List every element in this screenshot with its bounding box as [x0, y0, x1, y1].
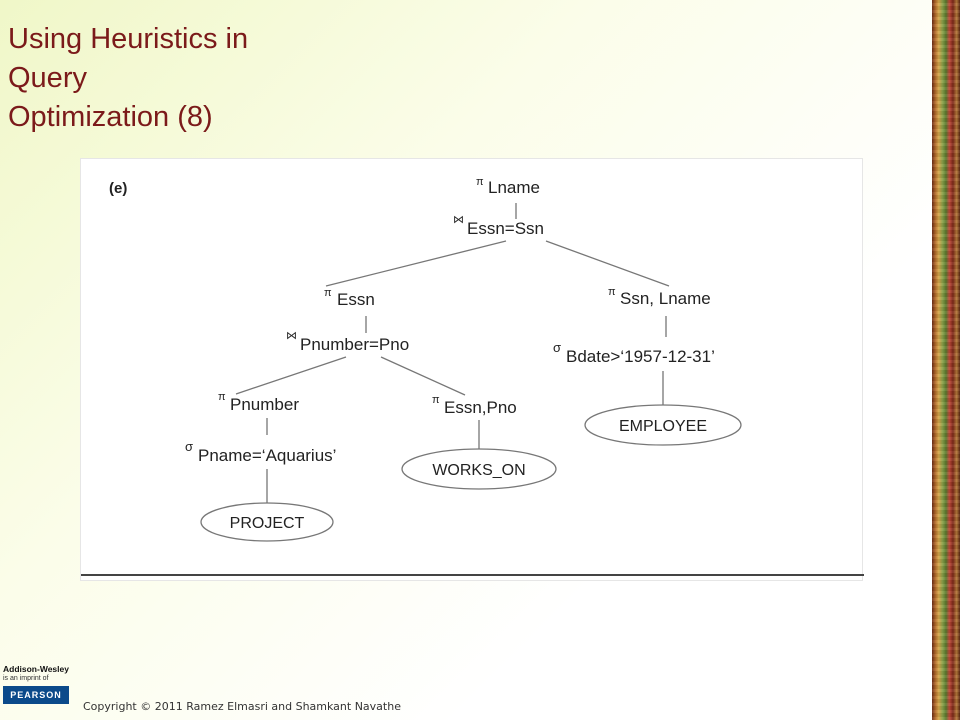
edge-join2-pi-pnumber: [235, 356, 347, 395]
pi-symbol: π: [218, 391, 226, 403]
join-symbol: ⋈: [453, 214, 464, 226]
figure-label: (e): [109, 180, 127, 197]
node-pi-pnumber: Pnumber: [230, 395, 299, 414]
node-pi-essn-pno: Essn,Pno: [444, 398, 517, 417]
logo-imprint: is an imprint of: [3, 675, 49, 682]
pi-symbol: π: [608, 286, 616, 298]
node-pi-ssn-lname: Ssn, Lname: [620, 289, 711, 308]
sigma-symbol: σ: [185, 439, 193, 454]
node-pi-lname: Lname: [488, 178, 540, 197]
edge-join2-pi-essn-pno: [380, 356, 466, 396]
node-pi-essn: Essn: [337, 290, 375, 309]
relation-employee: EMPLOYEE: [619, 418, 707, 435]
join-symbol: ⋈: [286, 330, 297, 342]
node-sigma-bdate: Bdate>‘1957-12-31’: [566, 347, 715, 366]
publisher-logo: Addison-Wesley is an imprint of PEARSON: [3, 664, 73, 718]
pi-symbol: π: [324, 287, 332, 299]
slide-title: Using Heuristics in Query Optimization (…: [8, 20, 338, 137]
logo-brand: PEARSON: [3, 686, 69, 704]
copyright-footer: Copyright © 2011 Ramez Elmasri and Shamk…: [83, 700, 401, 713]
query-tree-svg: (e) π Lname ⋈ Essn=Ssn π Essn ⋈ Pnumber=…: [81, 176, 864, 576]
decorative-side-bar: [932, 0, 960, 720]
pi-symbol: π: [432, 394, 440, 406]
query-tree-figure: (e) π Lname ⋈ Essn=Ssn π Essn ⋈ Pnumber=…: [80, 158, 864, 581]
edge-join-pi-ssn: [545, 240, 670, 287]
relation-project: PROJECT: [230, 515, 305, 532]
slide-title-line-3: Optimization (8): [8, 101, 213, 133]
sigma-symbol: σ: [553, 340, 561, 355]
logo-publisher: Addison-Wesley: [3, 664, 69, 674]
relation-employee-ellipse: [584, 404, 742, 446]
tree-edges: [235, 203, 670, 503]
node-sigma-pname: Pname=‘Aquarius’: [198, 446, 336, 465]
edge-join-pi-essn: [325, 240, 507, 287]
relation-works-on: WORKS_ON: [432, 462, 525, 479]
relation-project-ellipse: [200, 502, 334, 542]
node-join-essn-ssn: Essn=Ssn: [467, 219, 544, 238]
relation-works-on-ellipse: [401, 448, 557, 490]
node-join-pnumber-pno: Pnumber=Pno: [300, 335, 409, 354]
slide-title-line-2: Query: [8, 62, 87, 94]
pi-symbol: π: [476, 176, 484, 188]
slide-title-line-1: Using Heuristics in: [8, 23, 249, 55]
